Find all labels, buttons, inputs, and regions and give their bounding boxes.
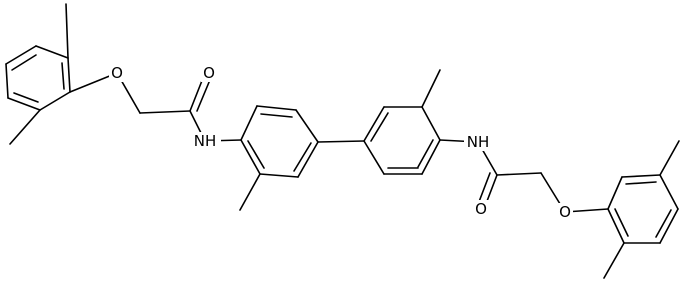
atom-o-carbonyl-left: O [201, 64, 217, 82]
atom-o-ether-left: O [109, 64, 125, 82]
atom-nh-right: NH [464, 133, 494, 151]
left-methylene-carbonyl-bond [139, 110, 191, 114]
right-dimethylphenyl-ring [607, 174, 679, 244]
biaryl-bond [317, 140, 365, 143]
left-ring-methyl-bottom [9, 109, 41, 145]
central-right-ring [363, 106, 441, 175]
atom-nh-left: NH [191, 132, 221, 150]
atom-o-carbonyl-right: O [473, 200, 489, 218]
atom-o-carbonyl-right-label: O [475, 200, 487, 218]
atom-nh-right-label: NH [467, 133, 490, 151]
atom-o-carbonyl-left-label: O [203, 64, 215, 82]
atom-o-ether-left-label: O [111, 64, 123, 82]
central-right-methyl [421, 69, 441, 108]
right-carbonyl-methylene-bond [496, 172, 542, 176]
central-left-ring [240, 105, 319, 178]
right-ring-methyl-top [659, 140, 680, 176]
left-ring-methyl-top [65, 3, 69, 59]
atom-o-ether-right-label: O [559, 203, 571, 221]
left-dimethylphenyl-ring [5, 45, 71, 111]
atom-o-ether-right: O [557, 203, 573, 221]
central-left-methyl [239, 173, 261, 211]
right-ring-methyl-bottom [603, 242, 625, 279]
atom-nh-left-label: NH [194, 132, 217, 150]
